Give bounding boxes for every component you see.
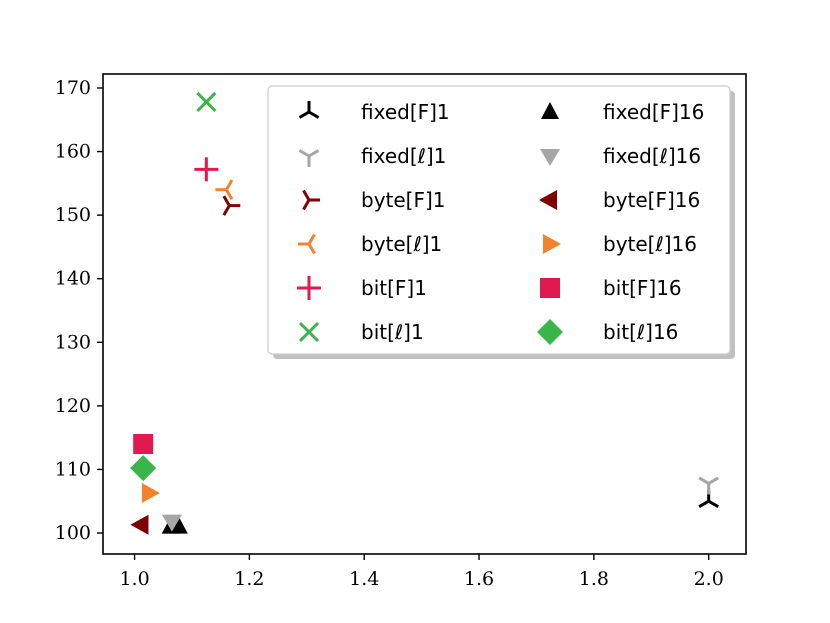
legend-label-bit-ell-16: bit[ℓ]16 (603, 320, 678, 344)
data-point-bit-ell-1 (196, 91, 217, 113)
legend-marker-fixed-f-16 (541, 102, 559, 119)
y-tick-label: 100 (55, 522, 91, 544)
legend-marker-bit-f-16 (540, 278, 560, 298)
legend-marker-fixed-ell-1 (298, 149, 320, 167)
x-tick-label: 1.6 (464, 568, 494, 590)
legend-box (267, 85, 731, 355)
y-tick-label: 120 (55, 395, 91, 417)
legend-label-byte-ell-16: byte[ℓ]16 (603, 232, 697, 256)
y-tick-label: 110 (55, 458, 91, 480)
data-point-byte-ell-1 (215, 179, 234, 200)
y-tick-label: 150 (55, 204, 91, 226)
data-point-fixed-ell-16 (161, 514, 182, 532)
legend-label-bit-ell-1: bit[ℓ]1 (361, 320, 424, 344)
legend-marker-byte-f-16 (539, 190, 557, 210)
legend-marker-bit-ell-16 (537, 319, 563, 345)
data-point-bit-f-1 (194, 157, 219, 182)
legend-marker-byte-ell-16 (543, 234, 561, 254)
y-tick-label: 170 (55, 77, 91, 99)
x-tick-label: 2.0 (694, 568, 724, 590)
legend-label-byte-f-1: byte[F]1 (361, 188, 446, 212)
legend-label-byte-f-16: byte[F]16 (603, 188, 700, 212)
y-tick-label: 160 (55, 141, 91, 163)
data-point-fixed-ell-1 (698, 476, 719, 495)
legend-marker-byte-f-1 (302, 189, 320, 211)
legend-marker-bit-f-1 (297, 276, 321, 300)
y-tick-label: 130 (55, 331, 91, 353)
data-point-byte-ell-16 (141, 482, 160, 503)
x-tick-label: 1.0 (119, 568, 149, 590)
data-point-fixed-f-16 (169, 516, 188, 534)
data-point-bit-ell-16 (130, 455, 157, 482)
y-tick-label: 140 (55, 268, 91, 290)
legend-label-fixed-ell-16: fixed[ℓ]16 (603, 144, 701, 168)
legend-label-fixed-ell-1: fixed[ℓ]1 (361, 144, 446, 168)
legend-label-fixed-f-1: fixed[F]1 (361, 100, 450, 124)
x-tick-label: 1.4 (349, 568, 379, 590)
axes-frame (102, 73, 747, 555)
legend-marker-byte-ell-1 (298, 233, 316, 255)
data-point-bit-f-16 (133, 434, 154, 455)
legend-label-fixed-f-16: fixed[F]16 (603, 100, 704, 124)
data-point-byte-f-1 (222, 195, 241, 216)
legend: fixed[F]1 fixed[F]16 fixed[ℓ]1 fixed[ℓ]16 by… (267, 85, 735, 359)
data-point-byte-f-16 (130, 514, 149, 535)
legend-marker-fixed-ell-16 (540, 149, 560, 166)
x-tick-label: 1.2 (234, 568, 264, 590)
axes: 1.0 1.2 1.4 1.6 1.8 2.0 100 110 120 130 140 150 160 1… (55, 73, 747, 590)
legend-label-bit-f-16: bit[F]16 (603, 276, 682, 300)
x-tick-label: 1.8 (579, 568, 609, 590)
legend-marker-fixed-f-1 (298, 101, 320, 119)
plot-area (130, 91, 719, 535)
legend-marker-bit-ell-1 (298, 321, 320, 343)
legend-label-byte-ell-1: byte[ℓ]1 (361, 232, 442, 256)
legend-label-bit-f-1: bit[F]1 (361, 276, 427, 300)
